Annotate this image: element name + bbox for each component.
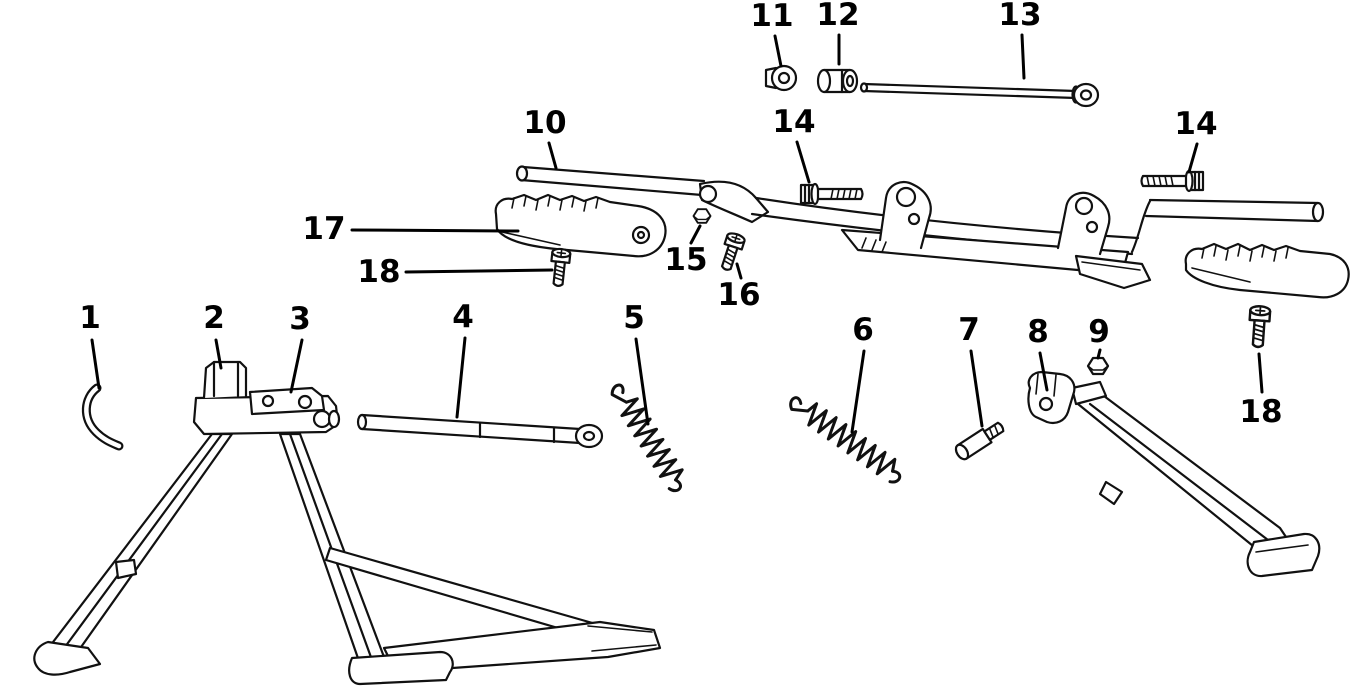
leader-line-2 <box>214 338 223 370</box>
leader-line-4 <box>455 336 467 419</box>
part-label-8: 8 <box>1027 314 1049 350</box>
leader-line-16 <box>735 262 743 280</box>
bolt-13 <box>859 82 1100 108</box>
part-label-4: 4 <box>452 299 474 335</box>
part-label-10: 10 <box>523 105 566 141</box>
center-stand <box>33 360 662 686</box>
spacer-12 <box>816 68 859 94</box>
leader-line-8 <box>1038 351 1049 392</box>
nut-9 <box>1086 356 1110 376</box>
part-label-14-right: 14 <box>1174 106 1217 142</box>
leader-line-14-right <box>1187 142 1199 174</box>
part-label-18-left: 18 <box>357 254 400 290</box>
leader-line-9 <box>1096 348 1102 360</box>
nut-15 <box>692 208 712 224</box>
bushing-11 <box>764 64 798 92</box>
part-label-14-left: 14 <box>772 104 815 140</box>
leader-line-6 <box>850 349 866 434</box>
leader-line-10 <box>547 141 558 170</box>
part-label-17: 17 <box>302 211 345 247</box>
part-label-1: 1 <box>79 300 101 336</box>
leader-line-18-left <box>404 268 554 274</box>
rubber-pad-17 <box>494 193 667 258</box>
leader-line-3 <box>289 338 304 394</box>
side-stand <box>1027 370 1321 578</box>
leader-line-7 <box>969 349 984 428</box>
part-label-6: 6 <box>852 312 874 348</box>
spring-5 <box>610 383 684 493</box>
part-label-3: 3 <box>289 301 311 337</box>
part-label-9: 9 <box>1088 314 1110 350</box>
bracket-plate-3 <box>248 386 341 429</box>
leader-line-15 <box>689 224 702 245</box>
part-label-12: 12 <box>816 0 859 33</box>
rubber-pad-right <box>1184 242 1350 299</box>
bracket-2 <box>202 360 248 400</box>
hook-1 <box>81 383 124 451</box>
part-label-18-right: 18 <box>1239 394 1282 430</box>
bolt-18-right <box>1246 304 1272 349</box>
leader-line-14-left <box>795 140 811 184</box>
spring-6 <box>789 396 902 484</box>
leader-line-11 <box>773 34 783 68</box>
leader-line-18-right <box>1257 352 1264 394</box>
rod-10 <box>515 165 706 197</box>
part-label-15: 15 <box>664 242 707 278</box>
bolt-18-left <box>547 246 572 288</box>
leader-line-13 <box>1020 33 1026 80</box>
part-label-11: 11 <box>750 0 793 34</box>
pin-7 <box>954 421 1005 461</box>
part-label-13: 13 <box>998 0 1041 33</box>
rod-4 <box>356 413 604 449</box>
bolt-14-left <box>799 182 864 206</box>
main-bracket-assembly <box>515 165 1325 290</box>
leader-line-1 <box>90 338 101 390</box>
bolt-14-right <box>1140 169 1205 193</box>
leader-line-5 <box>634 337 650 426</box>
part-label-5: 5 <box>623 300 645 336</box>
part-label-7: 7 <box>958 312 980 348</box>
part-label-16: 16 <box>717 277 760 313</box>
bolt-16 <box>716 230 747 274</box>
part-label-2: 2 <box>203 300 225 336</box>
leader-line-17 <box>350 228 520 233</box>
